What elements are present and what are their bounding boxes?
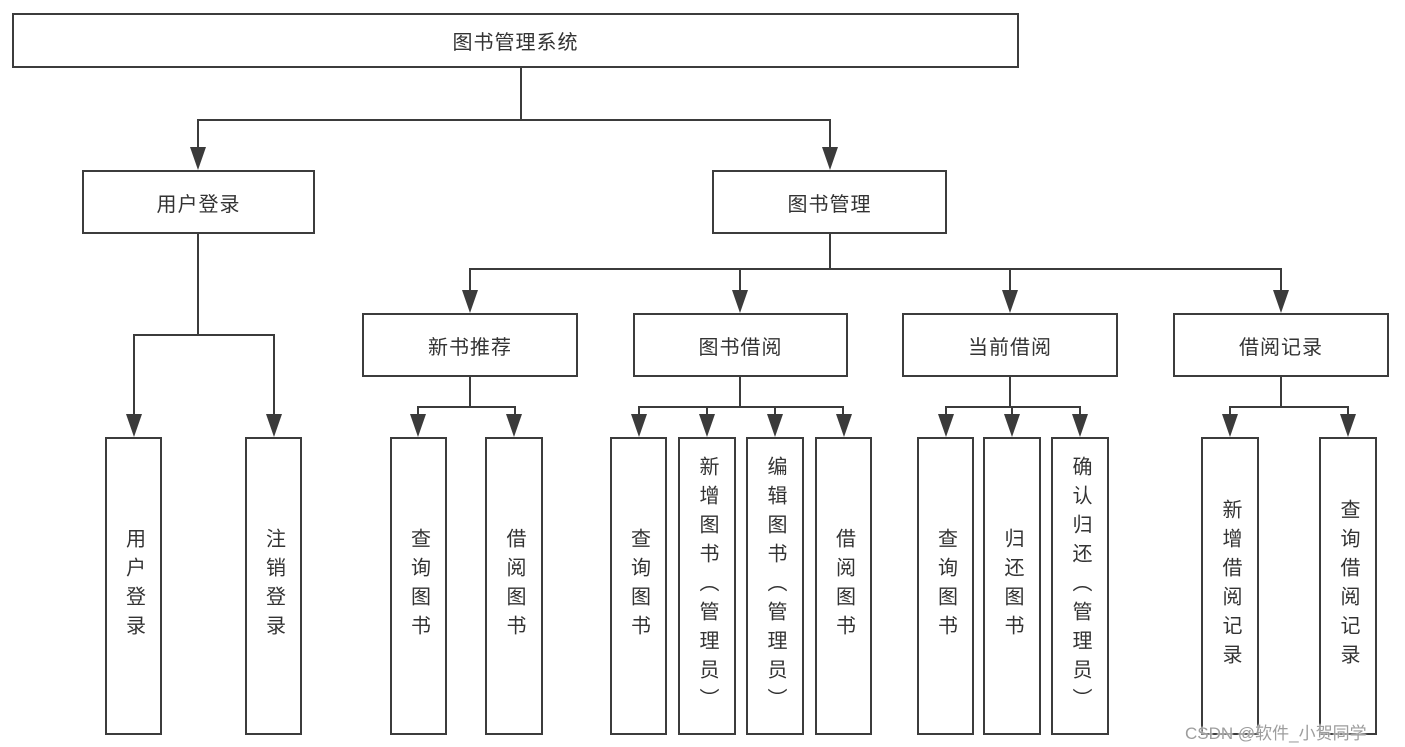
connector-line xyxy=(469,268,1282,270)
connector-line xyxy=(842,406,844,420)
node-current-borrow: 当前借阅 xyxy=(902,313,1118,377)
leaf-current-query-books-label: 查询图书 xyxy=(934,528,957,644)
leaf-newbook-query-books-label: 查询图书 xyxy=(407,528,430,644)
connector-line xyxy=(1280,377,1282,407)
leaf-borrow-query-books-label: 查询图书 xyxy=(627,528,650,644)
leaf-borrow-add-books-admin: 新增图书（管理员） xyxy=(678,437,736,735)
connector-line xyxy=(739,268,741,293)
node-new-book-recommend-label: 新书推荐 xyxy=(428,336,512,359)
leaf-records-query-record: 查询借阅记录 xyxy=(1319,437,1377,735)
arrow-down-icon xyxy=(631,414,647,437)
watermark: CSDN @软件_小贺同学 xyxy=(1185,724,1367,743)
leaf-records-query-record-label: 查询借阅记录 xyxy=(1337,499,1359,673)
connector-line xyxy=(133,334,275,336)
arrow-down-icon xyxy=(836,414,852,437)
arrow-down-icon xyxy=(1340,414,1356,437)
leaf-current-confirm-return-admin-label: 确认归还（管理员） xyxy=(1069,455,1091,717)
arrow-down-icon xyxy=(266,414,282,437)
node-book-management: 图书管理 xyxy=(712,170,947,234)
arrow-down-icon xyxy=(699,414,715,437)
connector-line xyxy=(945,406,1081,408)
arrow-down-icon xyxy=(1002,290,1018,313)
connector-line xyxy=(945,406,947,420)
leaf-logout-label: 注销登录 xyxy=(262,528,285,644)
node-root: 图书管理系统 xyxy=(12,13,1019,68)
connector-line xyxy=(1079,406,1081,420)
leaf-newbook-borrow-books: 借阅图书 xyxy=(485,437,543,735)
arrow-down-icon xyxy=(822,147,838,170)
arrow-down-icon xyxy=(506,414,522,437)
connector-line xyxy=(133,334,135,418)
connector-line xyxy=(706,406,708,420)
connector-line xyxy=(197,234,199,335)
arrow-down-icon xyxy=(1004,414,1020,437)
node-borrow-records: 借阅记录 xyxy=(1173,313,1389,377)
connector-line xyxy=(514,406,516,420)
connector-line xyxy=(774,406,776,420)
leaf-borrow-borrow-books: 借阅图书 xyxy=(815,437,872,735)
arrow-down-icon xyxy=(767,414,783,437)
node-book-management-label: 图书管理 xyxy=(787,193,872,216)
arrow-down-icon xyxy=(126,414,142,437)
leaf-user-login-label: 用户登录 xyxy=(122,528,145,644)
leaf-user-login: 用户登录 xyxy=(105,437,162,735)
arrow-down-icon xyxy=(938,414,954,437)
arrow-down-icon xyxy=(732,290,748,313)
leaf-records-add-record: 新增借阅记录 xyxy=(1201,437,1259,735)
leaf-current-return-books-label: 归还图书 xyxy=(1001,528,1023,644)
leaf-borrow-borrow-books-label: 借阅图书 xyxy=(832,528,855,644)
leaf-borrow-edit-books-admin-label: 编辑图书（管理员） xyxy=(764,455,786,717)
connector-line xyxy=(1229,406,1349,408)
connector-line xyxy=(1280,268,1282,293)
leaf-current-confirm-return-admin: 确认归还（管理员） xyxy=(1051,437,1109,735)
connector-line xyxy=(520,68,522,120)
connector-line xyxy=(1011,406,1013,420)
connector-line xyxy=(273,334,275,418)
leaf-newbook-borrow-books-label: 借阅图书 xyxy=(503,528,525,644)
connector-line xyxy=(638,406,844,408)
connector-line xyxy=(1229,406,1231,420)
arrow-down-icon xyxy=(1222,414,1238,437)
node-current-borrow-label: 当前借阅 xyxy=(968,336,1052,359)
connector-line xyxy=(197,119,831,121)
connector-line xyxy=(739,377,741,407)
connector-line xyxy=(1347,406,1349,420)
node-user-login: 用户登录 xyxy=(82,170,315,234)
leaf-newbook-query-books: 查询图书 xyxy=(390,437,447,735)
arrow-down-icon xyxy=(462,290,478,313)
node-new-book-recommend: 新书推荐 xyxy=(362,313,578,377)
arrow-down-icon xyxy=(190,147,206,170)
leaf-borrow-query-books: 查询图书 xyxy=(610,437,667,735)
connector-line xyxy=(417,406,419,420)
connector-line xyxy=(1009,377,1011,407)
node-book-borrow: 图书借阅 xyxy=(633,313,848,377)
node-borrow-records-label: 借阅记录 xyxy=(1239,336,1323,359)
connector-line xyxy=(469,377,471,407)
leaf-borrow-edit-books-admin: 编辑图书（管理员） xyxy=(746,437,804,735)
leaf-current-return-books: 归还图书 xyxy=(983,437,1041,735)
node-user-login-label: 用户登录 xyxy=(156,193,241,216)
connector-line xyxy=(417,406,516,408)
arrow-down-icon xyxy=(1072,414,1088,437)
connector-line xyxy=(469,268,471,293)
connector-line xyxy=(829,234,831,269)
leaf-borrow-add-books-admin-label: 新增图书（管理员） xyxy=(696,455,718,717)
connector-line xyxy=(829,119,831,153)
connector-line xyxy=(638,406,640,420)
leaf-records-add-record-label: 新增借阅记录 xyxy=(1219,499,1241,673)
arrow-down-icon xyxy=(1273,290,1289,313)
connector-line xyxy=(197,119,199,153)
arrow-down-icon xyxy=(410,414,426,437)
node-root-label: 图书管理系统 xyxy=(452,32,579,54)
leaf-logout: 注销登录 xyxy=(245,437,302,735)
connector-line xyxy=(1009,268,1011,293)
node-book-borrow-label: 图书借阅 xyxy=(698,336,783,359)
leaf-current-query-books: 查询图书 xyxy=(917,437,974,735)
